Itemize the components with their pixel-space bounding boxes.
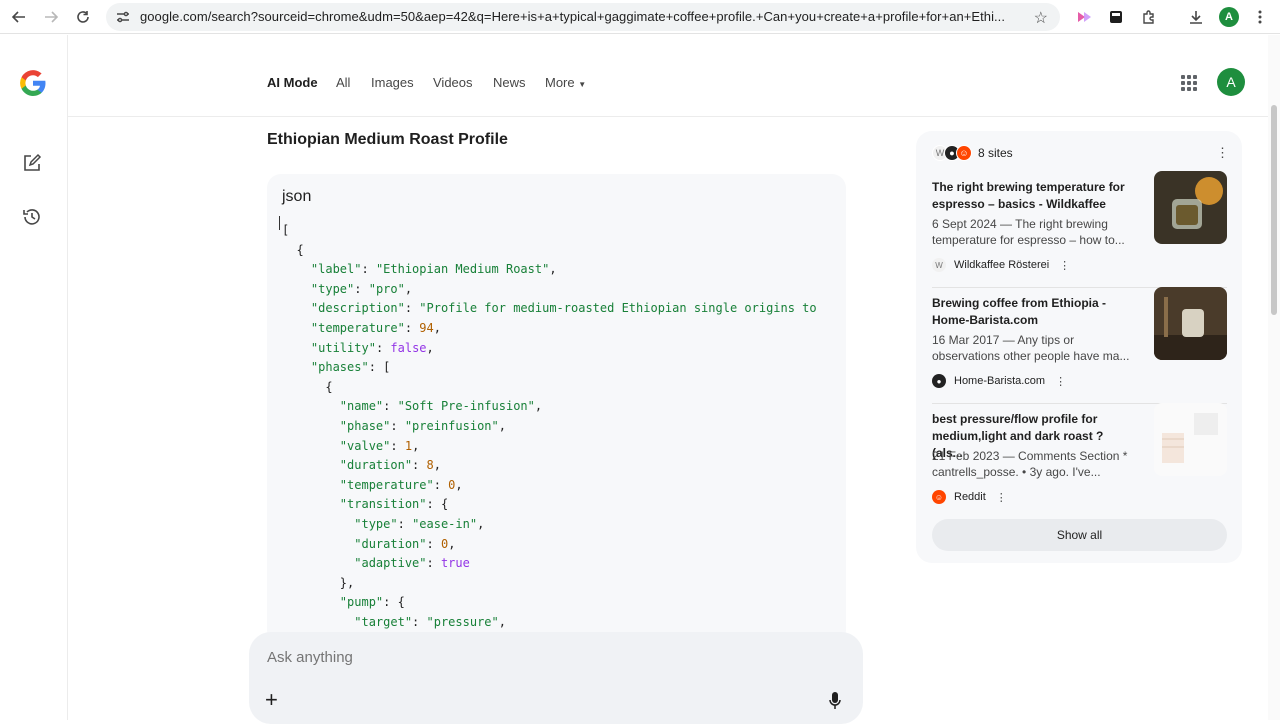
source-title[interactable]: The right brewing temperature for espres… (932, 180, 1125, 211)
reddit-favicon: ☺ (956, 145, 972, 161)
source-thumbnail[interactable] (1154, 287, 1227, 360)
code-line: "name": "Soft Pre-infusion", (339, 399, 543, 414)
code-line: "duration": 8, (339, 458, 441, 473)
code-language-label: json (282, 188, 312, 205)
extension-pink-icon[interactable] (1074, 7, 1094, 27)
ask-box: + (249, 632, 863, 724)
source-title[interactable]: Brewing coffee from Ethiopia - Home-Bari… (932, 296, 1107, 327)
text-cursor (279, 216, 285, 230)
source-title[interactable]: best pressure/flow profile for medium,li… (932, 412, 1104, 460)
source-site: W Wildkaffee Rösterei ⋮ (932, 258, 1070, 272)
code-line: "duration": 0, (354, 536, 456, 551)
sources-panel: W ● ☺ 8 sites ⋮ The right brewing temper… (916, 131, 1242, 563)
tab-news[interactable]: News (493, 75, 526, 90)
code-line: "pump": { (339, 595, 405, 610)
source-site-name: Home-Barista.com (954, 375, 1046, 387)
code-line: "temperature": 0, (339, 477, 463, 492)
code-block: json [ { "label": "Ethiopian Medium Roas… (267, 174, 846, 644)
source-menu-icon[interactable]: ⋮ (1055, 375, 1067, 388)
code-line: "description": "Profile for medium-roast… (310, 301, 817, 316)
tab-ai-mode[interactable]: AI Mode (267, 75, 318, 90)
scrollbar-thumb[interactable] (1271, 105, 1277, 315)
code-line: "utility": false, (310, 340, 434, 355)
divider (932, 287, 1227, 288)
browser-profile-avatar[interactable]: A (1219, 7, 1239, 27)
source-snippet: 6 Sept 2024 — The right brewing temperat… (932, 217, 1125, 247)
microphone-icon[interactable] (829, 692, 841, 710)
tab-videos[interactable]: Videos (433, 75, 473, 90)
code-line: "type": "ease-in", (354, 516, 485, 531)
forward-icon[interactable] (41, 7, 61, 27)
code-line: [ (282, 223, 290, 237)
extensions-puzzle-icon[interactable] (1138, 7, 1158, 27)
code-line: "transition": { (339, 497, 449, 512)
browser-menu-icon[interactable] (1250, 7, 1270, 27)
extension-media-icon[interactable] (1106, 7, 1126, 27)
add-attachment-icon[interactable]: + (265, 687, 278, 712)
url-text[interactable]: google.com/search?sourceid=chrome&udm=50… (140, 9, 1005, 24)
sources-header[interactable]: W ● ☺ 8 sites (932, 143, 1013, 163)
wildkaffee-icon: W (932, 258, 946, 272)
source-site: ● Home-Barista.com ⋮ (932, 374, 1066, 388)
search-mode-tabs: AI Mode All Images Videos News More ▼ A (68, 35, 1268, 117)
address-bar[interactable]: google.com/search?sourceid=chrome&udm=50… (106, 3, 1060, 31)
divider (932, 403, 1227, 404)
reload-icon[interactable] (73, 7, 93, 27)
source-thumbnail[interactable] (1154, 171, 1227, 244)
bookmark-star-icon[interactable]: ☆ (1033, 10, 1048, 27)
tab-more[interactable]: More ▼ (545, 75, 586, 90)
source-snippet: 21 Feb 2023 — Comments Section * cantrel… (932, 449, 1128, 479)
account-avatar[interactable]: A (1217, 68, 1245, 96)
page-scrollbar[interactable] (1268, 35, 1280, 720)
code-content[interactable]: [ { "label": "Ethiopian Medium Roast", "… (282, 221, 832, 632)
source-menu-icon[interactable]: ⋮ (995, 491, 1007, 504)
code-line: }, (282, 575, 355, 590)
code-line: "adaptive": true (354, 556, 470, 571)
caret-down-icon: ▼ (578, 80, 587, 89)
tab-more-label: More (545, 75, 575, 90)
back-icon[interactable] (9, 7, 29, 27)
google-apps-icon[interactable] (1181, 75, 1197, 91)
code-line: { (282, 379, 333, 394)
source-thumbnail[interactable] (1154, 403, 1227, 476)
code-line: "temperature": 94, (310, 320, 441, 335)
sources-menu-icon[interactable]: ⋮ (1216, 145, 1229, 160)
show-all-button[interactable]: Show all (932, 519, 1227, 551)
code-line: { (282, 242, 304, 257)
new-chat-edit-icon[interactable] (22, 153, 42, 173)
site-settings-icon[interactable] (116, 10, 130, 24)
source-site: ☺ Reddit ⋮ (932, 490, 1007, 504)
answer-title: Ethiopian Medium Roast Profile (267, 131, 508, 148)
browser-toolbar: google.com/search?sourceid=chrome&udm=50… (0, 0, 1280, 34)
source-site-name: Reddit (954, 491, 986, 503)
code-line: "target": "pressure", (354, 614, 506, 629)
download-icon[interactable] (1186, 7, 1206, 27)
history-icon[interactable] (22, 207, 42, 227)
code-line: "valve": 1, (339, 438, 420, 453)
ask-input[interactable] (267, 649, 787, 666)
code-line: "phases": [ (310, 360, 391, 375)
tab-images[interactable]: Images (371, 75, 414, 90)
sites-count: 8 sites (978, 146, 1013, 160)
source-snippet: 16 Mar 2017 — Any tips or observations o… (932, 333, 1130, 363)
tab-all[interactable]: All (336, 75, 351, 90)
code-line: "label": "Ethiopian Medium Roast", (310, 262, 557, 277)
code-line: "phase": "preinfusion", (339, 418, 506, 433)
source-site-name: Wildkaffee Rösterei (954, 259, 1050, 271)
google-logo-icon[interactable] (18, 68, 48, 98)
home-barista-icon: ● (932, 374, 946, 388)
code-line: "type": "pro", (310, 281, 413, 296)
left-rail (0, 35, 68, 720)
source-menu-icon[interactable]: ⋮ (1059, 259, 1071, 272)
reddit-icon: ☺ (932, 490, 946, 504)
